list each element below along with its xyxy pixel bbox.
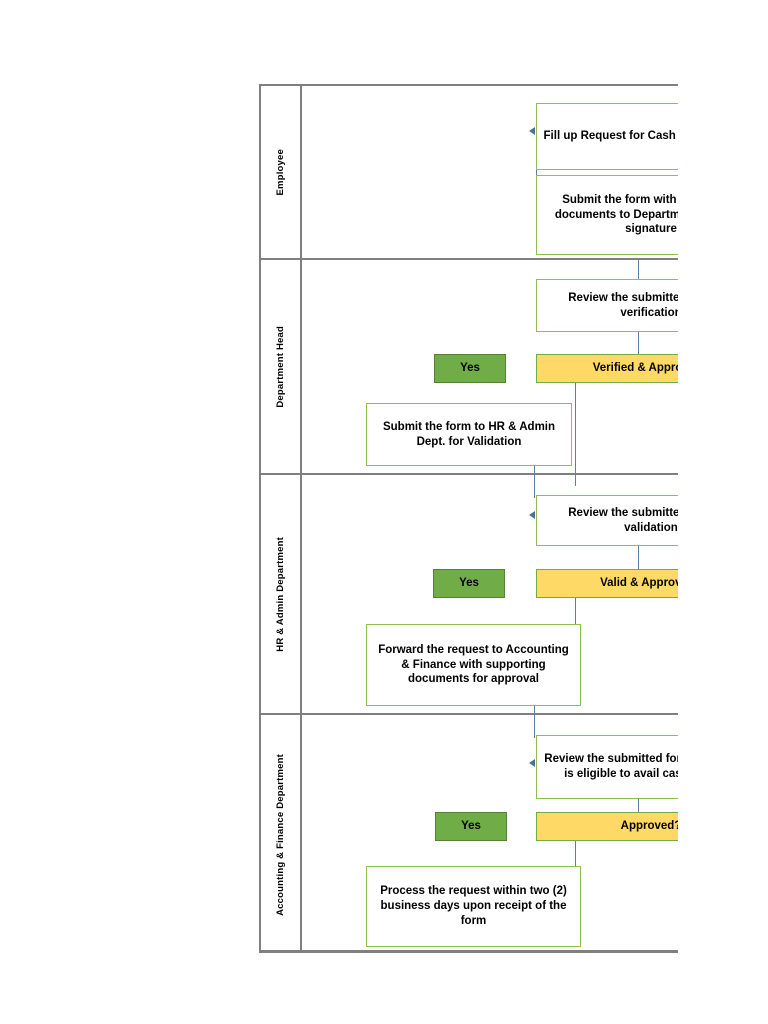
node-fill-form[interactable]: Fill up Request for Cash Advance Form xyxy=(536,103,678,170)
lane-department-head: Department Head Review the submitted for… xyxy=(261,260,678,497)
lane-header-employee: Employee xyxy=(261,86,302,258)
node-process-request[interactable]: Process the request within two (2) busin… xyxy=(366,866,581,947)
lane-accounting-finance: Accounting & Finance Department Review t… xyxy=(261,715,678,953)
node-review-eligibility-text: Review the submitted form if employee is… xyxy=(544,753,678,780)
connector-eligibility-to-decision xyxy=(638,799,640,817)
lane-body-department-head: Review the submitted form for verificati… xyxy=(302,260,678,497)
node-yes-hr-admin[interactable]: Yes xyxy=(433,569,505,598)
connector-decision-to-submit-hr xyxy=(575,383,577,486)
connector-validation-to-decision xyxy=(638,546,640,570)
node-valid-approved-decision[interactable]: Valid & Approved? xyxy=(536,569,678,598)
lane-label-hr-admin: HR & Admin Department xyxy=(274,536,286,652)
node-yes-department-head[interactable]: Yes xyxy=(434,354,506,383)
connector-into-review-verification xyxy=(638,260,640,280)
node-review-eligibility[interactable]: Review the submitted form if employee is… xyxy=(536,735,678,799)
lane-label-department-head: Department Head xyxy=(274,325,286,408)
arrow-into-review-validation-icon xyxy=(529,511,535,519)
lane-label-employee: Employee xyxy=(274,148,286,196)
connector-into-review-eligibility xyxy=(534,715,536,738)
node-verified-approved-decision[interactable]: Verified & Approved? xyxy=(536,354,678,383)
node-review-verification-text: Review the submitted form for verificati… xyxy=(568,291,678,319)
lane-hr-admin: HR & Admin Department Review the submitt… xyxy=(261,475,678,736)
node-review-verification[interactable]: Review the submitted form for verificati… xyxy=(536,279,678,332)
connector-into-review-validation xyxy=(534,475,536,498)
connector-decision-to-process xyxy=(575,841,577,869)
node-review-validation[interactable]: Review the submitted form for validation xyxy=(536,495,678,546)
node-valid-approved-text: Valid & Approved? xyxy=(600,577,678,590)
node-submit-form-text: Submit the form with supporting document… xyxy=(554,193,678,236)
node-forward-request-text: Forward the request to Accounting & Fina… xyxy=(378,643,569,686)
node-submit-form[interactable]: Submit the form with supporting document… xyxy=(536,175,678,255)
node-yes-department-head-text: Yes xyxy=(460,362,480,375)
node-verified-approved-text: Verified & Approved? xyxy=(592,362,678,375)
arrow-into-review-eligibility-icon xyxy=(529,759,535,767)
node-process-request-text: Process the request within two (2) busin… xyxy=(380,885,567,927)
swimlane-frame: Employee Fill up Request for Cash Advanc… xyxy=(259,84,678,953)
node-submit-to-hr-text: Submit the form to HR & Admin Dept. for … xyxy=(382,420,556,448)
connector-review-to-decision xyxy=(638,332,640,354)
node-yes-hr-admin-text: Yes xyxy=(459,577,479,590)
node-forward-request[interactable]: Forward the request to Accounting & Fina… xyxy=(366,624,581,706)
lane-header-accounting-finance: Accounting & Finance Department xyxy=(261,715,302,953)
node-approved-decision[interactable]: Approved? xyxy=(536,812,678,841)
lane-header-department-head: Department Head xyxy=(261,260,302,473)
node-yes-accounting-finance[interactable]: Yes xyxy=(435,812,507,841)
lane-employee: Employee Fill up Request for Cash Advanc… xyxy=(261,86,678,260)
connector-decision-to-forward xyxy=(575,598,577,626)
node-review-validation-text: Review the submitted form for validation xyxy=(568,506,678,534)
swimlane-clip-viewport: Employee Fill up Request for Cash Advanc… xyxy=(259,84,678,953)
connector-fill-to-submit xyxy=(536,170,538,176)
node-approved-text: Approved? xyxy=(620,820,678,833)
lane-label-accounting-finance: Accounting & Finance Department xyxy=(274,754,286,916)
node-yes-accounting-finance-text: Yes xyxy=(461,820,481,833)
lane-body-hr-admin: Review the submitted form for validation… xyxy=(302,475,678,736)
lane-body-accounting-finance: Review the submitted form if employee is… xyxy=(302,715,678,953)
lane-body-employee: Fill up Request for Cash Advance Form Su… xyxy=(302,86,678,258)
node-submit-to-hr[interactable]: Submit the form to HR & Admin Dept. for … xyxy=(366,403,572,466)
node-fill-form-text: Fill up Request for Cash Advance Form xyxy=(543,130,678,143)
lane-header-hr-admin: HR & Admin Department xyxy=(261,475,302,713)
arrow-into-fill-form-icon xyxy=(529,127,535,135)
